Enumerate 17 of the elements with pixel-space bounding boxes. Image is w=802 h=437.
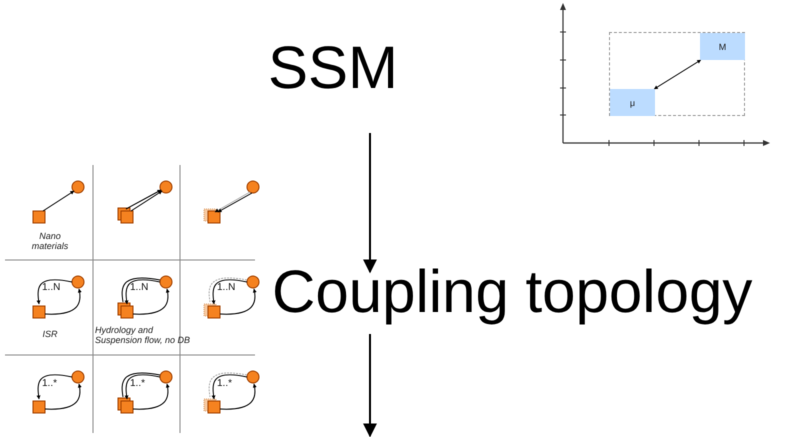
- caption-text: Hydrology and Suspension flow, no DB: [95, 325, 192, 346]
- scale-box: M: [700, 33, 745, 60]
- multiplicity-label: 1..N: [130, 282, 148, 293]
- multiplicity-label: 1..N: [42, 282, 60, 293]
- caption-text: ISR: [41, 329, 58, 340]
- multiplicity-label: 1..*: [42, 378, 58, 389]
- multiplicity-label: 1..N: [217, 282, 236, 293]
- multiplicity-label: 1..*: [217, 378, 232, 389]
- arrow: [654, 60, 702, 90]
- arrow: [363, 334, 377, 437]
- dashed-region-box: [609, 32, 745, 116]
- multiplicity-label: 1..*: [130, 378, 146, 389]
- caption-text: Nano materials: [30, 231, 70, 252]
- stage-text: Coupling topology: [272, 262, 752, 322]
- arrow: [363, 133, 377, 274]
- scale-box: μ: [610, 89, 655, 116]
- title-text: SSM: [268, 38, 398, 98]
